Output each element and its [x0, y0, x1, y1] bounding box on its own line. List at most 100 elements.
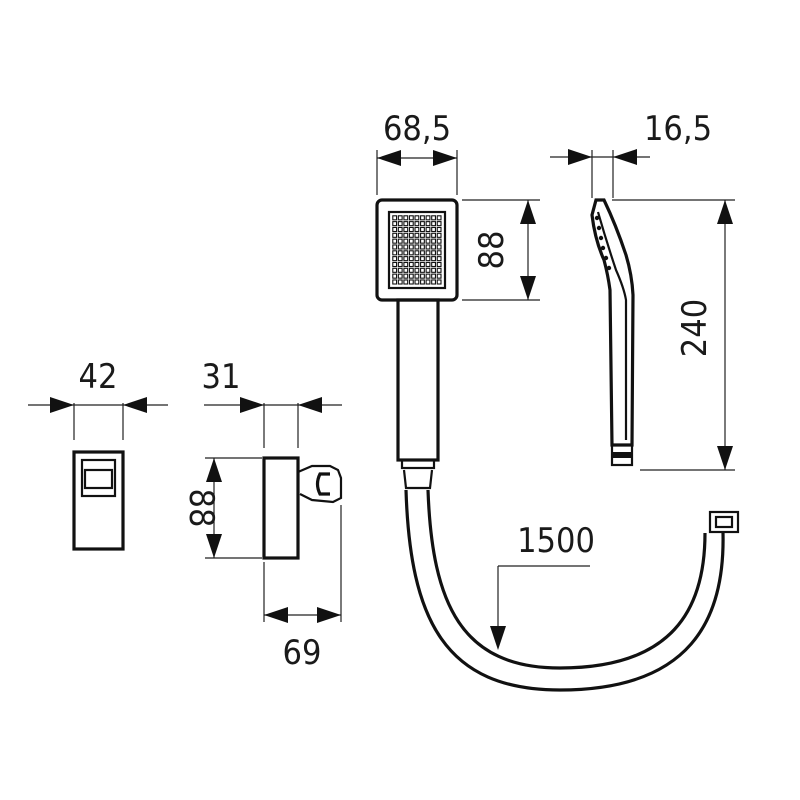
dimension-holder-projection: 69 — [263, 505, 342, 673]
label-holder-width: 42 — [79, 357, 118, 397]
nozzle-cell — [403, 244, 409, 250]
nozzle-cell — [436, 250, 442, 256]
nozzle-cell — [436, 221, 442, 227]
nozzle-cell — [397, 244, 403, 250]
nozzle-cell — [431, 226, 437, 233]
nozzle-cell — [403, 273, 409, 279]
nozzle-cell — [403, 221, 409, 227]
label-handle-length: 240 — [675, 299, 715, 357]
nozzle-cell — [397, 250, 403, 256]
nozzle-cell — [392, 232, 398, 238]
nozzle-cell — [403, 226, 409, 233]
nozzle-cell — [408, 261, 414, 268]
nozzle-cell — [431, 256, 437, 262]
nozzle-cell — [425, 279, 431, 285]
nozzle-cell — [408, 215, 414, 221]
nozzle-cell — [392, 238, 398, 244]
nozzle-cell — [403, 215, 409, 221]
nozzle-cell — [392, 250, 398, 256]
holder-front-view — [72, 450, 125, 551]
nozzle-cell — [431, 250, 437, 256]
nozzle-cell — [436, 244, 442, 250]
nozzle-cell — [425, 261, 431, 268]
nozzle-cell — [392, 267, 398, 273]
nozzle-cell — [392, 215, 398, 221]
nozzle-cell — [397, 267, 403, 273]
nozzle-cell — [436, 267, 442, 273]
hand-shower-side-view — [590, 198, 635, 467]
dimension-holder-height: 88 — [181, 457, 262, 559]
nozzle-cell — [420, 267, 425, 273]
nozzle-cell — [414, 273, 420, 279]
nozzle-cell — [414, 232, 420, 238]
nozzle-cell — [425, 215, 431, 221]
nozzle-cell — [408, 221, 414, 227]
nozzle-cell — [420, 221, 425, 227]
nozzle-cell — [431, 238, 437, 244]
nozzle-cell — [392, 273, 398, 279]
nozzle-cell — [408, 238, 414, 244]
nozzle-cell — [425, 238, 431, 244]
nozzle-cell — [403, 261, 409, 268]
nozzle-grid — [392, 215, 442, 285]
nozzle-cell — [397, 221, 403, 227]
label-handle-thickness: 16,5 — [644, 109, 712, 149]
nozzle-cell — [397, 215, 403, 221]
nozzle-cell — [420, 215, 425, 221]
nozzle-cell — [425, 250, 431, 256]
nozzle-cell — [408, 250, 414, 256]
nozzle-cell — [414, 244, 420, 250]
nozzle-cell — [420, 279, 425, 285]
dimension-hose-length: 1500 — [490, 521, 595, 650]
label-holder-projection: 69 — [283, 633, 322, 673]
nozzle-cell — [397, 226, 403, 233]
nozzle-cell — [431, 267, 437, 273]
nozzle-cell — [431, 279, 437, 285]
nozzle-cell — [397, 256, 403, 262]
nozzle-cell — [408, 279, 414, 285]
nozzle-cell — [425, 232, 431, 238]
nozzle-cell — [436, 226, 442, 233]
label-head-height: 88 — [472, 231, 512, 270]
nozzle-dots-side — [594, 215, 612, 271]
nozzle-cell — [403, 232, 409, 238]
nozzle-cell — [431, 261, 437, 268]
nozzle-cell — [403, 238, 409, 244]
nozzle-cell — [392, 256, 398, 262]
nozzle-cell — [436, 261, 442, 268]
nozzle-cell — [408, 256, 414, 262]
nozzle-cell — [392, 279, 398, 285]
label-holder-depth: 31 — [202, 357, 241, 397]
nozzle-cell — [431, 215, 437, 221]
nozzle-cell — [392, 261, 398, 268]
dimension-holder-width: 42 — [28, 357, 168, 440]
dimension-handle-length: 240 — [612, 199, 735, 471]
holder-side-view — [262, 456, 343, 560]
nozzle-cell — [431, 221, 437, 227]
nozzle-cell — [414, 261, 420, 268]
nozzle-cell — [408, 226, 414, 233]
dimension-handle-thickness: 16,5 — [550, 109, 712, 198]
nozzle-cell — [425, 267, 431, 273]
nozzle-cell — [408, 273, 414, 279]
dimension-head-width: 68,5 — [376, 109, 458, 195]
nozzle-cell — [425, 244, 431, 250]
nozzle-cell — [420, 250, 425, 256]
nozzle-cell — [420, 261, 425, 268]
nozzle-cell — [414, 215, 420, 221]
nozzle-cell — [414, 250, 420, 256]
nozzle-cell — [414, 267, 420, 273]
nozzle-cell — [420, 232, 425, 238]
nozzle-cell — [436, 279, 442, 285]
dimension-holder-depth: 31 — [202, 357, 342, 448]
nozzle-cell — [397, 273, 403, 279]
nozzle-cell — [403, 267, 409, 273]
nozzle-cell — [431, 232, 437, 238]
nozzle-cell — [425, 226, 431, 233]
nozzle-cell — [408, 232, 414, 238]
nozzle-cell — [431, 273, 437, 279]
nozzle-cell — [414, 256, 420, 262]
nozzle-cell — [397, 238, 403, 244]
nozzle-cell — [408, 244, 414, 250]
